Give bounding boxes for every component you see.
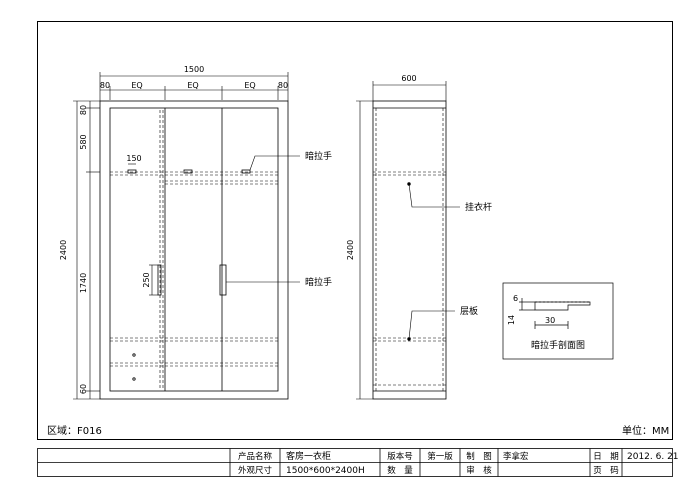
recessed-handle-top-1 [127,169,137,174]
front-labels: 1500 80 EQ EQ EQ 80 2400 80 580 1740 60 … [59,65,332,394]
unit-label: 单位：MM [622,424,669,437]
callout-hanging-rod: 挂衣杆 [465,201,492,213]
marker-dot-2 [132,377,136,381]
dim-total-width: 1500 [184,65,204,74]
dim-top: 80 [79,105,88,115]
sheet-border [37,21,673,440]
detail-labels: 6 14 30 暗拉手剖面图 [507,294,585,351]
side-dimensions [356,81,460,400]
detail-dim-14: 14 [507,315,516,325]
dim-frame-left: 80 [100,81,110,90]
date-value: 2012. 6. 21 [627,452,679,462]
side-view [372,100,447,400]
side-labels: 600 2400 挂衣杆 层板 [346,74,492,317]
version-value: 第一版 [427,451,453,462]
product-name-value: 客房一衣柜 [286,450,331,462]
dim-handle-width: 150 [126,154,141,163]
side-outer [372,100,447,400]
page-label: 页 码 [593,466,619,476]
dim-eq-1: EQ [131,81,142,90]
detail-box [502,282,614,360]
dim-total-height: 2400 [59,240,68,260]
recessed-handle-door [219,264,227,296]
dim-eq-2: EQ [187,81,198,90]
callout-recessed-handle-top: 暗拉手 [305,150,332,162]
detail-dim-30: 30 [545,316,555,325]
review-label: 审 核 [466,465,492,476]
drawn-label: 制 图 [466,451,492,462]
dim-depth: 600 [401,74,416,83]
front-view [99,100,289,400]
marker-dot-1 [132,353,136,357]
dim-side-height: 2400 [346,240,355,260]
size-label: 外观尺寸 [238,465,273,476]
quantity-label: 数 量 [387,465,413,476]
title-block-text: 产品名称 客房一衣柜 外观尺寸 1500*600*2400H 版本号 第一版 数… [238,450,679,476]
detail-caption: 暗拉手剖面图 [531,339,585,351]
area-label: 区域：F016 [47,424,102,437]
recessed-handle-top-2 [183,169,193,174]
front-inner-frame [109,107,279,392]
dim-eq-3: EQ [244,81,255,90]
dim-frame-right: 80 [278,81,288,90]
drawn-value: 李拿宏 [503,451,529,462]
handle-left-marker [157,264,162,296]
title-block [37,448,673,477]
detail-profile [534,301,591,311]
detail-dim-6: 6 [513,294,518,303]
dim-bottom: 60 [79,384,88,394]
date-label: 日 期 [593,452,619,462]
version-label: 版本号 [387,451,413,462]
callout-shelf: 层板 [460,305,478,317]
handle-section-detail [502,282,614,360]
recessed-handle-top-3 [241,169,251,174]
product-name-label: 产品名称 [238,451,273,462]
dim-handle-length: 250 [142,272,151,287]
size-value: 1500*600*2400H [286,466,365,476]
callout-recessed-handle-door: 暗拉手 [305,276,332,288]
front-dimensions [73,72,300,400]
dim-middle: 1740 [79,273,88,293]
front-outer-frame [99,100,289,400]
dim-upper: 580 [79,134,88,149]
